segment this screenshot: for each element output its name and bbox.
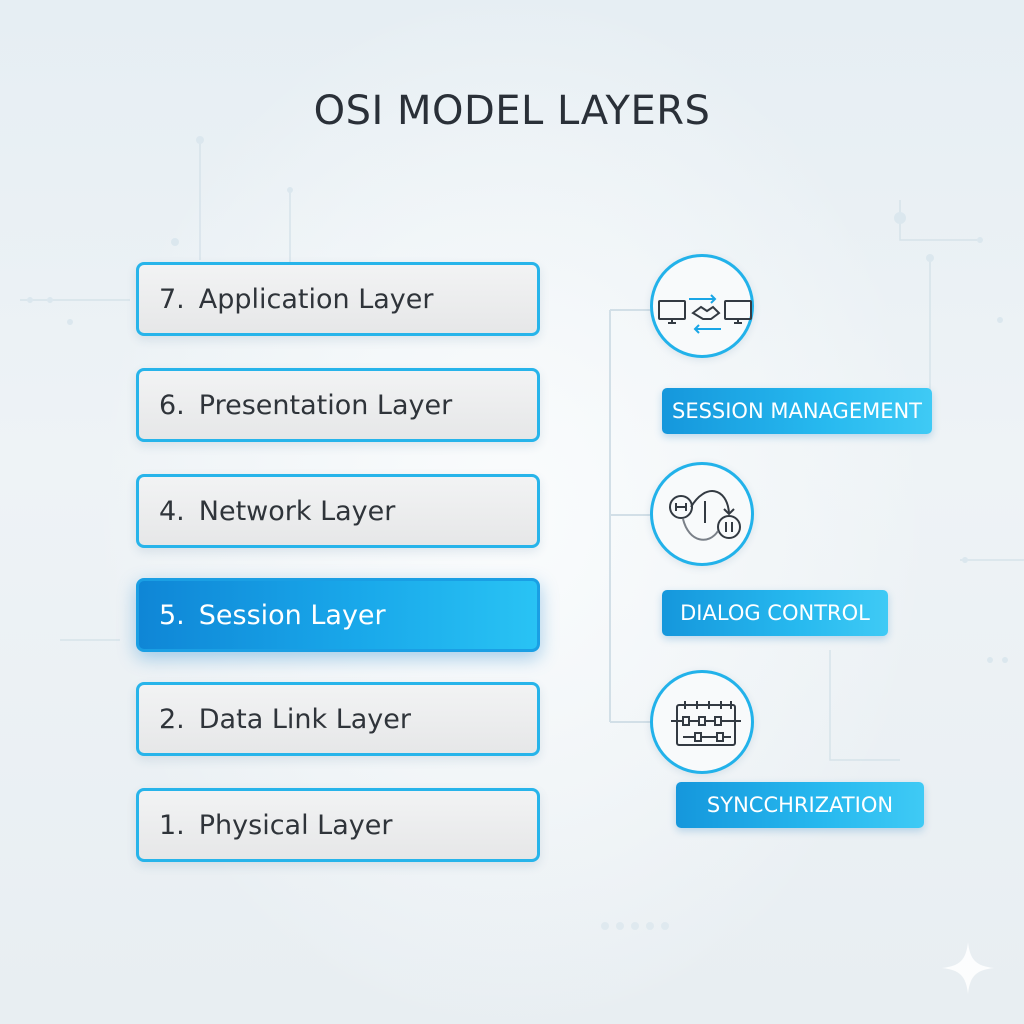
layer-item-data-link[interactable]: 2. Data Link Layer [136, 682, 540, 756]
layer-item-physical[interactable]: 1. Physical Layer [136, 788, 540, 862]
dialog-control-icon [650, 462, 754, 566]
synchronization-timeline-icon [650, 670, 754, 774]
layer-number: 5. [159, 599, 185, 631]
layer-number: 7. [159, 283, 185, 315]
layer-number: 1. [159, 809, 185, 841]
layer-label: Application Layer [198, 283, 434, 315]
dialog-control-tag: DIALOG CONTROL [662, 590, 888, 636]
layer-number: 6. [159, 389, 185, 421]
handshake-computers-icon [650, 254, 754, 358]
layer-label: Presentation Layer [198, 389, 453, 421]
layer-label: Data Link Layer [198, 703, 411, 735]
layer-number: 4. [159, 495, 185, 527]
layer-label: Network Layer [198, 495, 396, 527]
layer-item-network[interactable]: 4. Network Layer [136, 474, 540, 548]
layer-item-session[interactable]: 5. Session Layer [136, 578, 540, 652]
layer-label: Physical Layer [198, 809, 393, 841]
page-title: OSI MODEL LAYERS [313, 88, 711, 134]
synchronization-tag: SYNCCHRIZATION [676, 782, 924, 828]
layer-label: Session Layer [198, 599, 386, 631]
layer-item-application[interactable]: 7. Application Layer [136, 262, 540, 336]
session-management-tag: SESSION MANAGEMENT [662, 388, 932, 434]
layer-item-presentation[interactable]: 6. Presentation Layer [136, 368, 540, 442]
sparkle-icon [942, 942, 994, 994]
layer-number: 2. [159, 703, 185, 735]
